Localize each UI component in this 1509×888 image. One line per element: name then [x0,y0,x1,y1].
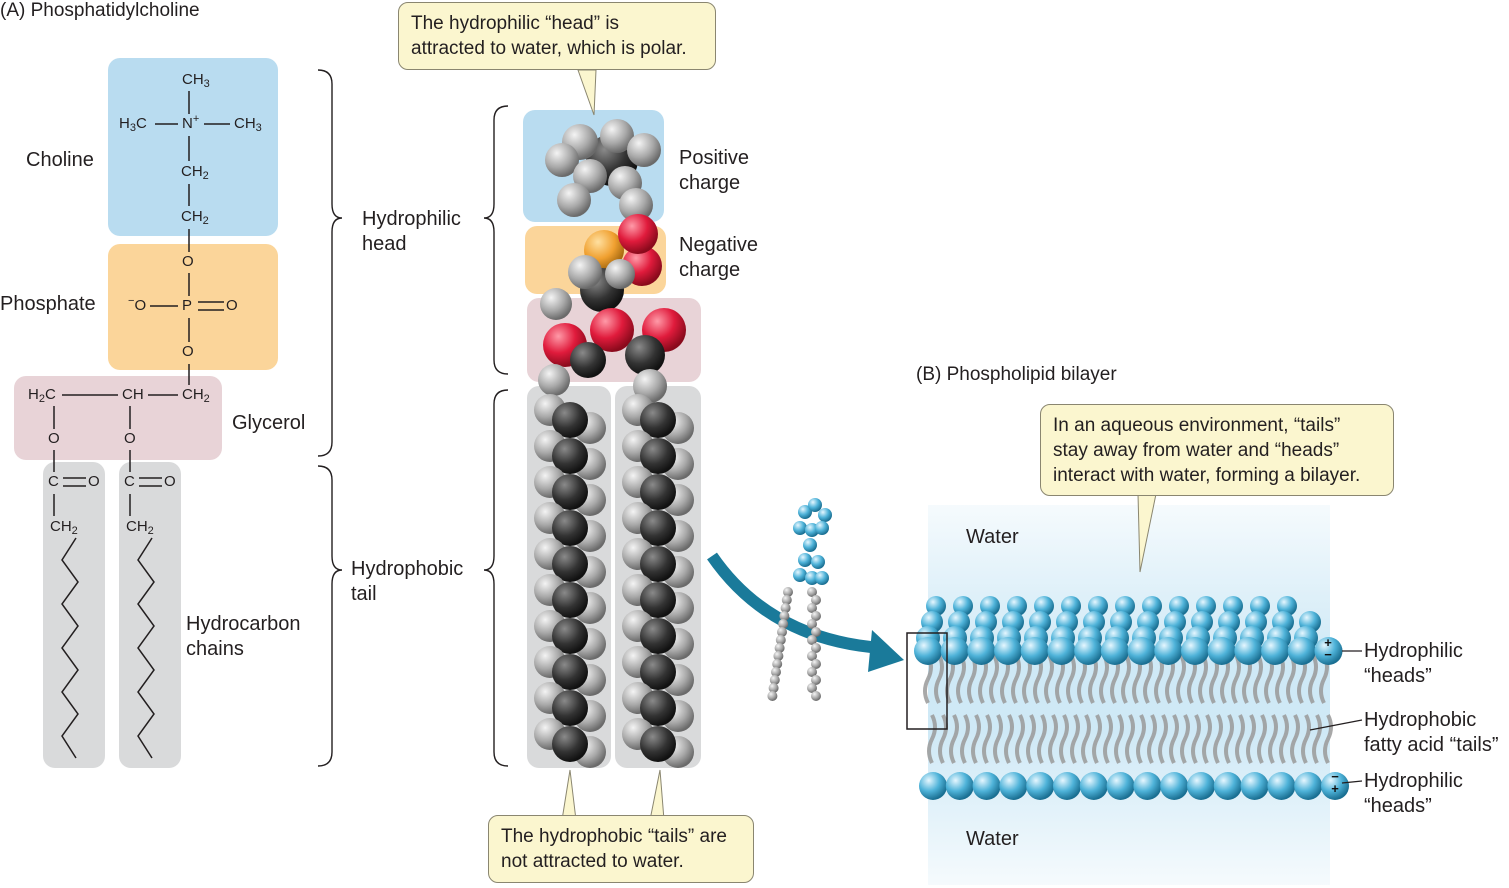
hydrocarbon-chains-label: Hydrocarbon chains [186,613,301,660]
phosphate-box [108,244,278,370]
formula-n: N+ [182,113,200,133]
formula-ch2-right: CH2 [126,518,154,537]
tail-chain-right [622,394,694,768]
formula-o-right-double: O [164,473,176,490]
formula-h2c: H2C [28,386,56,405]
formula-ch2-c: CH2 [182,386,210,405]
brace-hydrophilic-head-label: Hydrophilic head [362,208,461,255]
formula-o-left: O [48,430,60,447]
phosphate-label: Phosphate [0,293,96,315]
formula-ch3-top: CH3 [182,71,210,90]
formula-o-minus: −O [128,295,147,315]
formula-ch2-a: CH2 [181,163,209,182]
tail-chain-left [534,394,606,768]
formula-ch2-b: CH2 [181,208,209,227]
formula-ch3-right: CH3 [234,115,262,134]
callout-bilayer: In an aqueous environment, “tails” stay … [1040,404,1394,496]
minus-sign: − [1324,647,1332,662]
formula-o-double: O [226,297,238,314]
head-atoms [538,119,686,403]
panel-b-title: (B) Phospholipid bilayer [916,364,1117,385]
hydrophilic-heads-bottom-label: Hydrophilic “heads” [1364,770,1463,817]
choline-label: Choline [26,149,94,171]
callout-hydrophobic-tails: The hydrophobic “tails” are not attracte… [488,815,754,883]
formula-h3c: H3C [119,115,147,134]
minus-sign: − [1331,769,1339,784]
hydrophobic-tails-label: Hydrophobic fatty acid “tails” [1364,709,1499,756]
formula-c-left: C [48,473,59,490]
brace-hydrophobic-tail-label: Hydrophobic tail [351,558,464,605]
glycerol-label: Glycerol [232,412,306,434]
callout-hydrophilic-head: The hydrophilic “head” is attracted to w… [398,2,716,70]
positive-charge-label: Positive charge [679,147,750,194]
charge-bottom: −+ [1324,769,1346,796]
water-top-label: Water [966,526,1019,548]
formula-ch: CH [122,386,144,403]
formula-p: P [182,297,193,314]
hydrophilic-heads-top-label: Hydrophilic “heads” [1364,640,1463,687]
formula-o-top: O [182,253,194,270]
plus-sign: + [1331,781,1339,796]
formula-ch2-left: CH2 [50,518,78,537]
formula-o-mid: O [124,430,136,447]
water-region [928,505,1330,885]
glycerol-box [14,376,222,460]
choline-box [108,58,278,236]
panel-a-title: (A) Phosphatidylcholine [0,0,200,21]
small-phospholipid-icon [767,498,832,701]
formula-c-right: C [124,473,135,490]
water-bottom-label: Water [966,828,1019,850]
formula-o-left-double: O [88,473,100,490]
single-molecule-highlight [906,632,948,730]
formula-o-bottom: O [182,343,194,360]
plus-sign: + [1324,635,1332,650]
charge-top: +− [1317,635,1339,662]
negative-charge-label: Negative charge [679,234,758,281]
